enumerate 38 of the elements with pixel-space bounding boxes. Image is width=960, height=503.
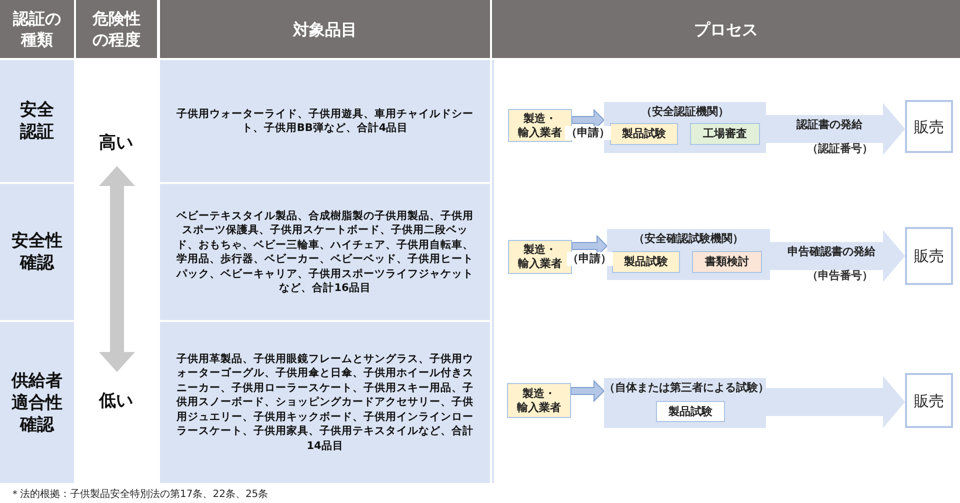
category-label: 安全認証	[19, 99, 55, 143]
group-title: （安全確認試験機関）	[632, 232, 744, 246]
category-label: 供給者適合性確認	[10, 370, 64, 436]
step-box: 製品試験	[656, 401, 725, 422]
risk-level-label: 高い	[99, 132, 133, 154]
step-box: 製品試験	[610, 123, 678, 145]
group-box	[604, 378, 766, 428]
footnote: ＊法的根拠：子供製品安全特別法の第17条、22条、25条	[10, 488, 268, 500]
product-list: 子供用ウォーターライド、子供用遊具、車用チャイルドシート、子供用BB弾など、合計4品目	[172, 106, 478, 136]
arrow	[570, 380, 605, 402]
number-label: （認証番号）	[807, 142, 873, 156]
actor-box: 製造・輸入業者	[508, 240, 572, 274]
edge-label: 申告確認書の発給	[786, 245, 876, 259]
result-box: 販売	[905, 100, 953, 153]
result-box: 販売	[905, 373, 953, 428]
risk-level-label: 低い	[99, 390, 133, 412]
column-header: 対象品目	[293, 18, 357, 40]
step-box: 工場審査	[690, 123, 760, 145]
group-box	[607, 229, 770, 280]
product-list: ベビーテキスタイル製品、合成樹脂製の子供用製品、子供用スポーツ保護具、子供用スケートボード、子供用二段ベッド、おもちゃ、ベビー三輪車、ハイチェア、子供用自転車、学用品、歩行器、ベビーカー、ベビーベッド、子供用ヒートパック、ベビーキャリア、子供用スポーツライフジャケットなど、合計16品目	[172, 208, 478, 296]
actor-box: 製造・輸入業者	[507, 383, 571, 418]
column-header: 認証の種類	[12, 8, 62, 50]
result-box: 販売	[905, 227, 953, 285]
edge-label: 認証書の発給	[796, 118, 864, 132]
edge-label: （申請）	[565, 126, 611, 140]
category-label: 安全性確認	[10, 230, 64, 274]
column-header: プロセス	[694, 18, 758, 40]
step-box: 製品試験	[612, 251, 680, 273]
group-title: （自体または第三者による試験）	[604, 381, 766, 395]
column-header: 危険性の程度	[92, 8, 142, 50]
step-box: 書類検討	[692, 251, 762, 273]
actor-box: 製造・輸入業者	[508, 109, 572, 142]
block-arrow	[766, 376, 905, 428]
edge-label: （申請）	[566, 252, 612, 266]
group-title: （安全認証機関）	[640, 105, 730, 119]
number-label: （申告番号）	[807, 269, 873, 283]
product-list: 子供用革製品、子供用眼鏡フレームとサングラス、子供用ウォーターゴーグル、子供用傘と日傘、子供用ホイール付きスニーカー、子供用ローラースケート、子供用スキー用品、子供用スノーボード、ショッピングカードアクセサリー、子供用ジュエリー、子供用キックボード、子供用インラインローラースケート、子供用家具、子供用テキスタイルなど、合計14品目	[172, 352, 478, 454]
group-box	[604, 102, 766, 153]
